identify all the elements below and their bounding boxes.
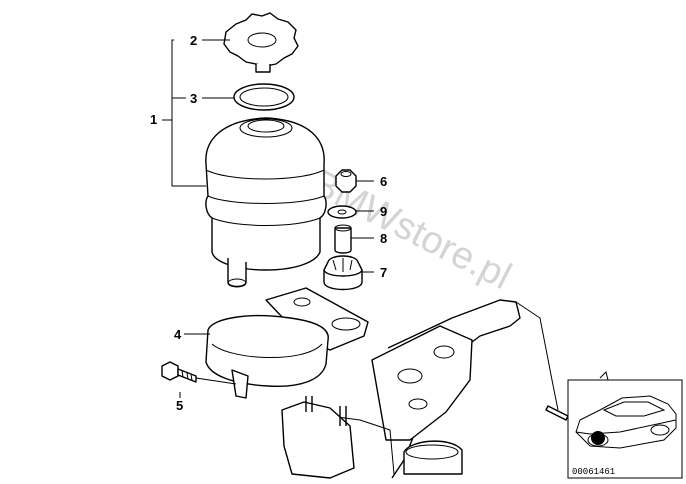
callout-3: 3 xyxy=(190,91,197,106)
inset-locator: 00061461 xyxy=(567,371,683,479)
callout-9: 9 xyxy=(380,204,387,219)
reservoir-cap xyxy=(223,12,299,73)
callout-4: 4 xyxy=(174,327,182,342)
spacer-sleeve xyxy=(334,224,352,254)
car-silhouette-icon xyxy=(575,371,677,449)
callout-2: 2 xyxy=(190,33,197,48)
o-ring xyxy=(233,83,295,111)
callout-labels: 1 2 3 4 5 6 7 8 9 xyxy=(150,33,387,413)
leader-lines xyxy=(162,39,374,398)
frame-structure xyxy=(281,299,569,479)
callout-8: 8 xyxy=(380,231,387,246)
washer xyxy=(327,205,357,219)
expansion-tank xyxy=(205,117,327,288)
callout-6: 6 xyxy=(380,174,387,189)
callout-7: 7 xyxy=(380,265,387,280)
rubber-mount xyxy=(323,255,363,291)
callout-1: 1 xyxy=(150,112,157,127)
callout-5: 5 xyxy=(176,398,183,413)
inset-frame xyxy=(567,379,683,479)
tank-bracket xyxy=(205,287,369,399)
location-dot-icon xyxy=(591,431,605,445)
hex-bolt xyxy=(161,361,197,383)
diagram-code: 00061461 xyxy=(572,467,615,477)
hex-nut xyxy=(335,169,357,193)
